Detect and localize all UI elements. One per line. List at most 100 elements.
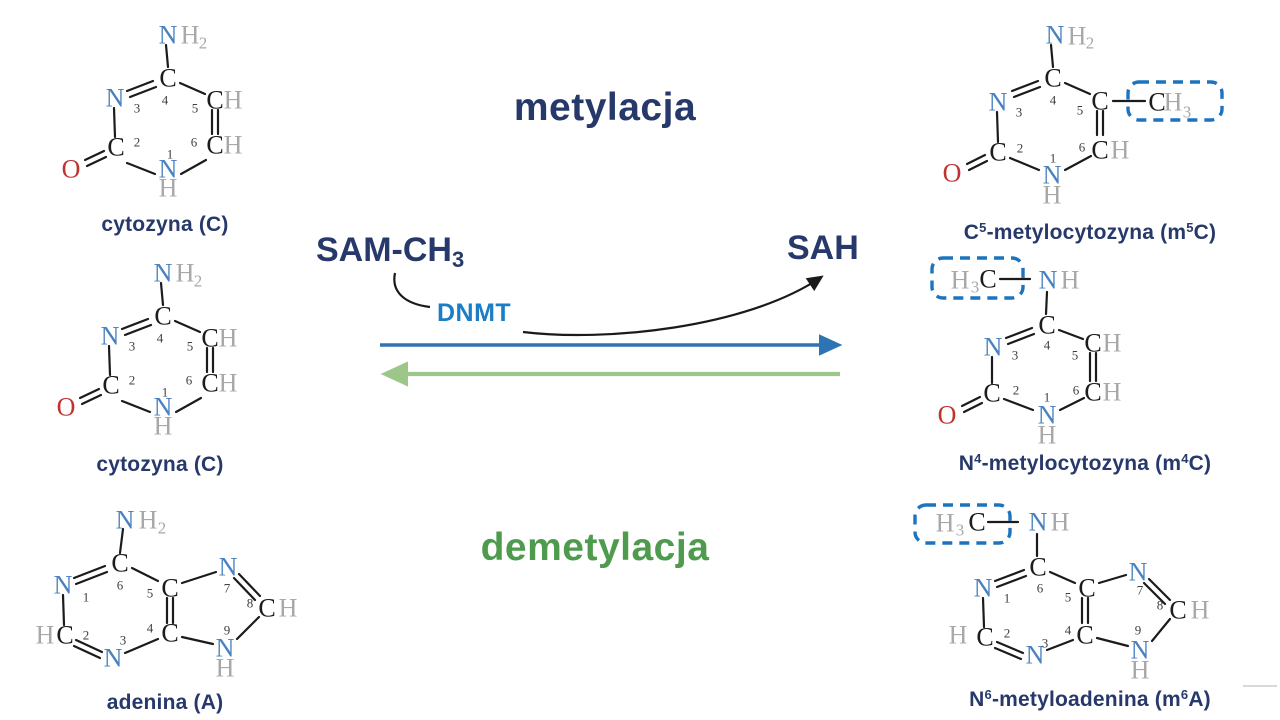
bond-line bbox=[995, 640, 1025, 655]
atom-label: C bbox=[102, 371, 119, 400]
atom-label: C bbox=[968, 508, 985, 537]
reaction-arrows bbox=[380, 272, 843, 387]
atom-label: N bbox=[104, 644, 123, 673]
atom-label: N bbox=[1038, 401, 1057, 430]
sam-ch3-label: SAM-CH3 bbox=[316, 231, 464, 272]
bond-line bbox=[1008, 156, 1041, 172]
atom-label: 3 bbox=[1016, 105, 1023, 120]
atom-label: C bbox=[1084, 378, 1101, 407]
atom-label: 4 bbox=[157, 331, 164, 346]
caption-text: cytozyna (C) bbox=[96, 453, 224, 476]
atom-label: H bbox=[279, 594, 298, 623]
atom-label: 9 bbox=[224, 623, 231, 638]
atom-label: H bbox=[1131, 656, 1150, 685]
atom-label: N bbox=[154, 393, 173, 422]
atom-label: 1 bbox=[1004, 591, 1011, 606]
atom-label: O bbox=[57, 393, 76, 422]
atom-label: C bbox=[56, 621, 73, 650]
bond-line bbox=[80, 393, 103, 406]
atom-label: N bbox=[54, 571, 73, 600]
atom-label: 5 bbox=[147, 586, 154, 601]
bond-line bbox=[125, 161, 157, 176]
atom-label: H bbox=[159, 174, 178, 203]
atom-label: 2 bbox=[1017, 141, 1024, 156]
dnmt-enzyme-label: DNMT bbox=[437, 299, 512, 327]
caption-text: C) bbox=[1188, 452, 1212, 475]
atom-label: N bbox=[1029, 508, 1048, 537]
caption-text: A) bbox=[1188, 688, 1211, 711]
atom-label: H bbox=[1051, 508, 1070, 537]
atom-label: N bbox=[159, 21, 178, 50]
bond-line bbox=[123, 637, 160, 655]
atom-label: 2 bbox=[199, 34, 208, 53]
bond-line bbox=[1150, 617, 1172, 643]
atom-label: H bbox=[1061, 266, 1080, 295]
molecule-caption: adenina (A) bbox=[10, 691, 320, 715]
caption-text: N bbox=[958, 452, 975, 475]
bond-line bbox=[1142, 581, 1167, 606]
atom-label: 2 bbox=[134, 135, 141, 150]
atom-label: H bbox=[224, 86, 243, 115]
bond-line bbox=[1044, 290, 1049, 316]
bond-line bbox=[159, 281, 165, 307]
atom-label: N bbox=[1039, 266, 1058, 295]
bond-line bbox=[995, 110, 1000, 144]
bond-line bbox=[1048, 570, 1077, 585]
atom-label: C bbox=[1148, 88, 1165, 117]
atom-label: 3 bbox=[129, 339, 136, 354]
bond-line bbox=[237, 572, 262, 598]
atom-label: H bbox=[1111, 136, 1130, 165]
atom-label: C bbox=[1044, 64, 1061, 93]
caption-text: N bbox=[969, 688, 985, 711]
bond-line bbox=[120, 399, 152, 414]
bond-line bbox=[74, 638, 104, 654]
atom-label: 5 bbox=[1072, 348, 1079, 363]
atom-label: 6 bbox=[117, 578, 124, 593]
caption-text: -metylocytozyna (m bbox=[981, 452, 1182, 475]
molecule-caption: N6-metyloadenina (m6A) bbox=[900, 687, 1280, 712]
caption-text: -metylocytozyna (m bbox=[986, 221, 1187, 244]
atom-label: 8 bbox=[247, 596, 254, 611]
atom-label: N bbox=[1043, 161, 1062, 190]
atom-label: 7 bbox=[1137, 583, 1144, 598]
bond-line bbox=[1063, 81, 1092, 96]
molecule-caption: N4-metylocytozyna (m4C) bbox=[920, 451, 1250, 476]
methylation-title: metylacja bbox=[513, 86, 697, 129]
atom-label: N bbox=[1129, 558, 1148, 587]
atom-label: 5 bbox=[1065, 590, 1072, 605]
bond-line bbox=[235, 615, 261, 641]
bond-line bbox=[960, 395, 982, 408]
methyl-highlight-box bbox=[930, 256, 1025, 300]
sah-label: SAH bbox=[787, 229, 859, 267]
atom-label: C bbox=[1076, 621, 1093, 650]
bond-line bbox=[993, 646, 1023, 661]
bond-line bbox=[1049, 43, 1055, 69]
atom-label: C bbox=[206, 86, 223, 115]
atom-label: N bbox=[154, 259, 173, 288]
bond-line bbox=[125, 79, 155, 93]
atom-label: N bbox=[984, 333, 1003, 362]
bond-line bbox=[128, 85, 158, 99]
bond-line bbox=[130, 566, 160, 583]
atom-label: H bbox=[1038, 421, 1057, 450]
bond-line bbox=[993, 568, 1026, 583]
atom-label: 4 bbox=[1050, 93, 1057, 108]
caption-superscript: 4 bbox=[974, 451, 982, 466]
caption-superscript: 6 bbox=[984, 687, 992, 702]
molecule-caption: C5-metylocytozyna (m5C) bbox=[925, 220, 1255, 245]
atom-label: C bbox=[983, 379, 1000, 408]
atom-label: 3 bbox=[956, 521, 965, 540]
atom-label: H bbox=[139, 506, 158, 535]
atom-label: 4 bbox=[147, 621, 154, 636]
atom-label: C bbox=[989, 138, 1006, 167]
atom-label: 2 bbox=[194, 272, 203, 291]
methyl-highlight-box bbox=[913, 503, 1012, 545]
bond-line bbox=[72, 564, 107, 580]
atom-label: H bbox=[1068, 22, 1087, 51]
atom-label: C bbox=[258, 594, 275, 623]
bond-line bbox=[232, 576, 257, 602]
atom-label: N bbox=[101, 322, 120, 351]
atom-label: O bbox=[62, 155, 81, 184]
